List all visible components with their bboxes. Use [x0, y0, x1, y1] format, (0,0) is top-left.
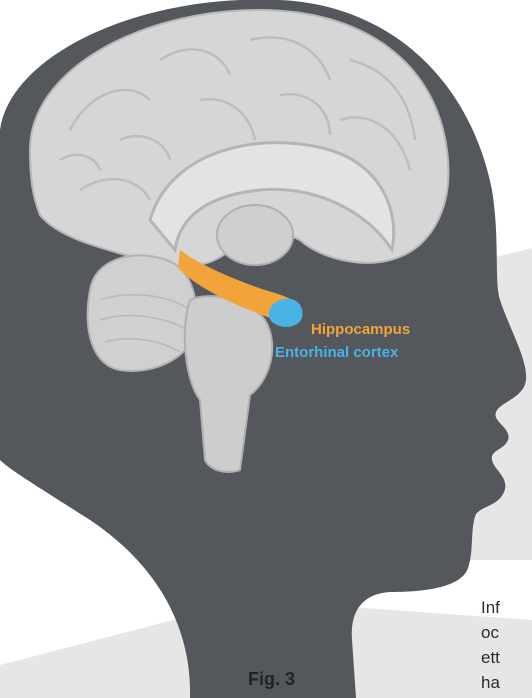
entorhinal-cortex-label: Entorhinal cortex	[275, 344, 398, 361]
hippocampus-label: Hippocampus	[311, 321, 410, 338]
body-text-line: ett	[481, 645, 532, 670]
body-text-line: oc	[481, 620, 532, 645]
figure-label: Fig. 3	[248, 669, 295, 690]
cerebellum	[88, 255, 197, 371]
body-text-line: Inf	[481, 595, 532, 620]
thalamus	[217, 205, 293, 265]
body-text-line: ha	[481, 670, 532, 695]
body-text: Inf oc ett ha	[481, 595, 532, 695]
